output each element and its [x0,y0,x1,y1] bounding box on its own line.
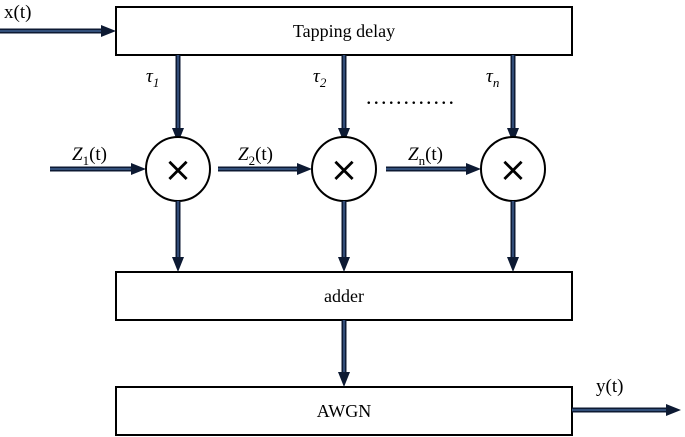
adder-label: adder [324,286,364,306]
tap-n: τn Zn(t) × [386,55,546,272]
multiplier-2-to-adder-arrow [338,201,350,272]
tap-ellipsis: ............ [366,84,456,109]
tau-n-label: τn [486,66,499,90]
output-signal-label: y(t) [596,376,623,397]
adder-block [115,271,573,321]
multiplier-n-to-adder-arrow [507,201,519,272]
adder-to-awgn-arrow [338,320,350,387]
tapping-delay-label: Tapping delay [293,21,395,41]
z-2-arrow [218,163,312,175]
tau-1-arrow [172,55,184,143]
multiply-1-icon: × [164,150,193,190]
z-1-label: Z1(t) [72,144,107,168]
multiply-n-icon: × [499,150,528,190]
z-1-arrow [50,163,146,175]
output-arrow [572,404,681,416]
z-n-label: Zn(t) [408,144,443,168]
tap-1: τ1 Z1(t) × [50,55,211,272]
tap-2: τ2 Z2(t) × [218,55,377,272]
input-signal-label: x(t) [4,2,31,23]
multiplier-1-to-adder-arrow [172,201,184,272]
tapping-delay-block [115,6,573,56]
z-n-arrow [386,163,481,175]
multiply-2-icon: × [330,150,359,190]
tau-1-label: τ1 [146,66,159,90]
tau-2-label: τ2 [313,66,327,90]
input-arrow [0,25,116,37]
awgn-label: AWGN [317,401,372,421]
tau-n-arrow [507,55,519,143]
tau-2-arrow [338,55,350,143]
z-2-label: Z2(t) [238,144,273,168]
